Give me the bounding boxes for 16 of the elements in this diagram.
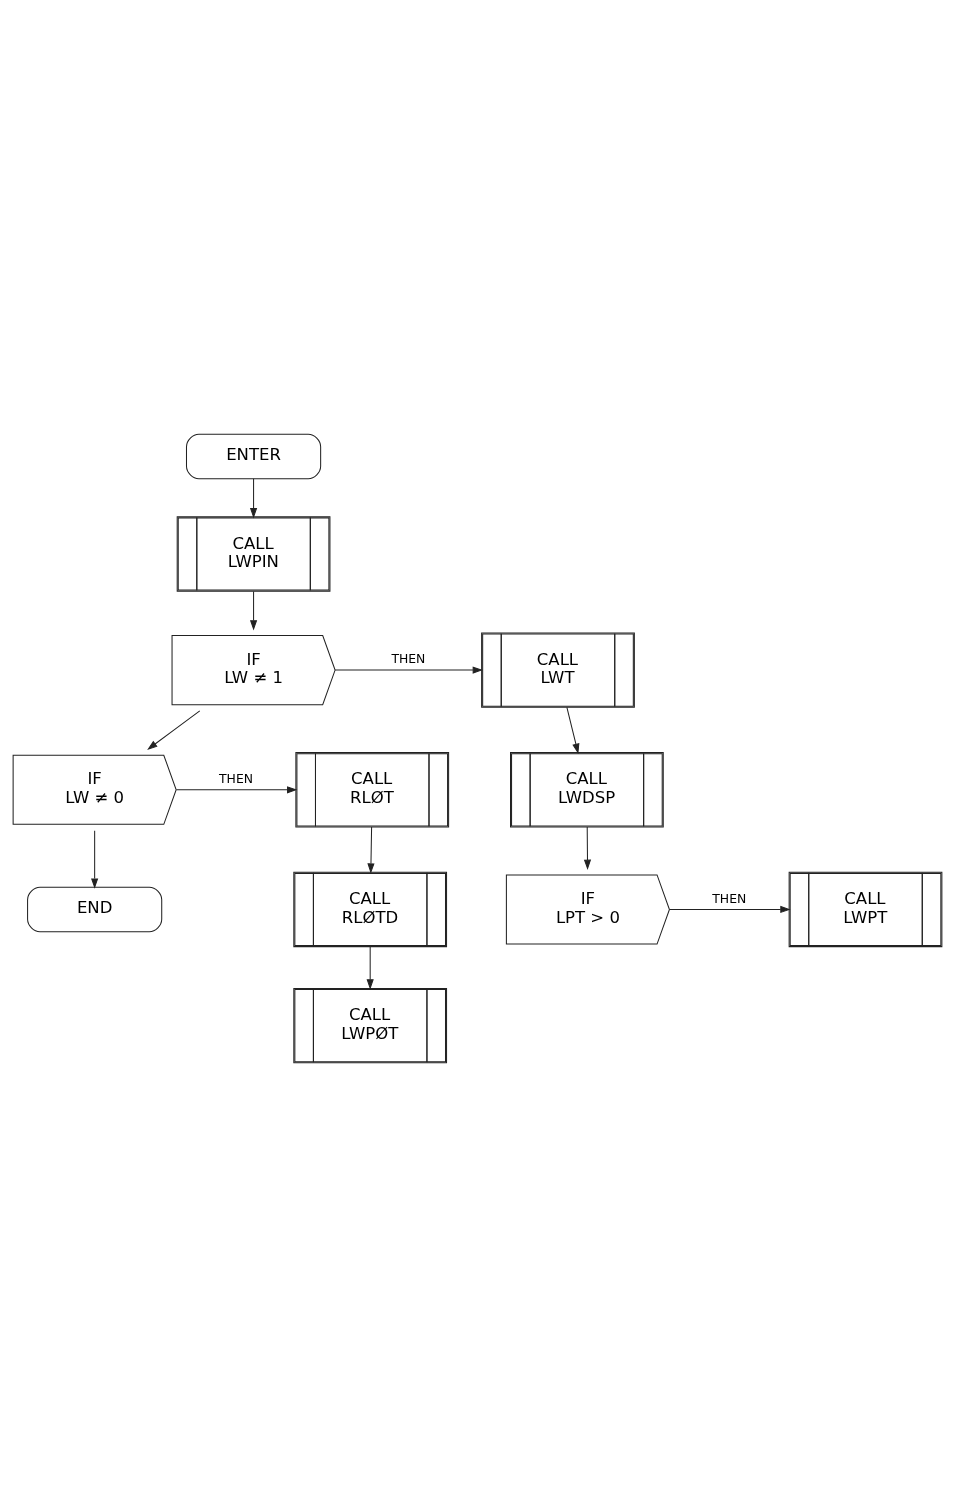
node-box: ENTER	[185, 433, 321, 480]
arrow	[175, 786, 297, 794]
arrow	[565, 706, 579, 754]
arrow	[583, 826, 591, 870]
edge-label: THEN	[390, 652, 425, 667]
arrow	[668, 905, 791, 914]
edge-label: THEN	[711, 891, 746, 906]
arrow	[366, 826, 375, 874]
arrow	[90, 830, 98, 889]
edge-label: THEN	[218, 772, 253, 787]
arrow	[366, 946, 374, 990]
arrow	[146, 710, 200, 750]
arrow	[334, 666, 483, 674]
arrow	[249, 590, 257, 631]
arrow	[249, 478, 257, 519]
node-box: END	[26, 886, 162, 933]
